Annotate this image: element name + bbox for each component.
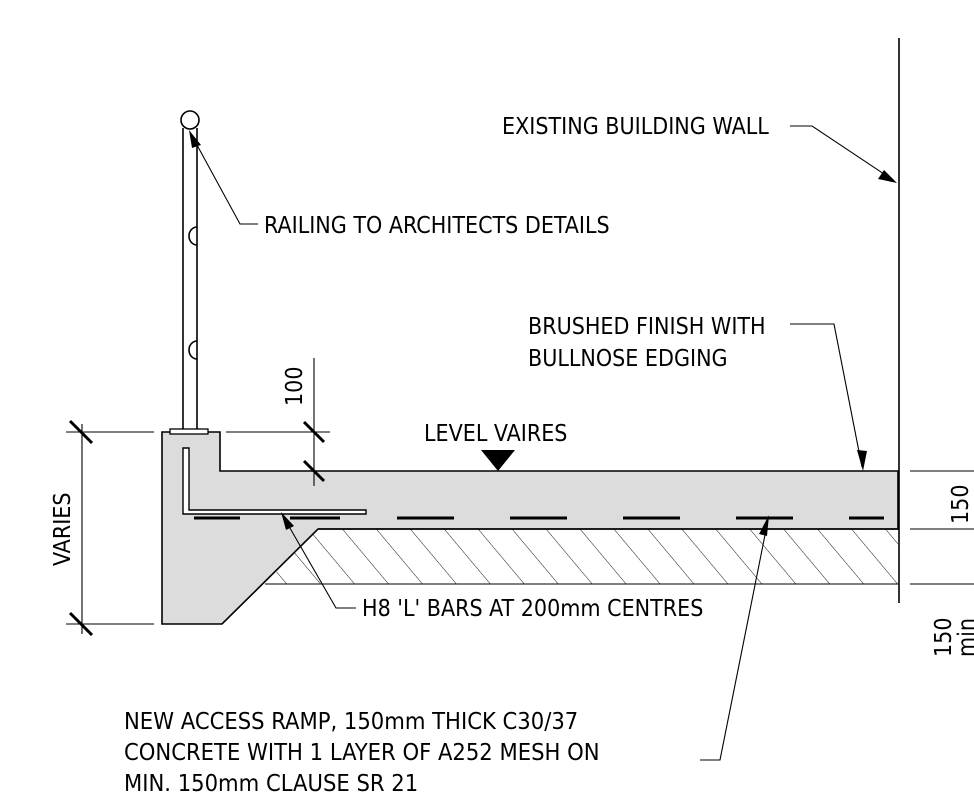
bars-leader (282, 515, 356, 609)
dim-100-label: 100 (282, 367, 308, 407)
note-line-2: CONCRETE WITH 1 LAYER OF A252 MESH ON (124, 738, 600, 766)
dim-150-bottom-label: 150 (931, 618, 957, 658)
railing-label: RAILING TO ARCHITECTS DETAILS (264, 213, 610, 239)
notes-leader (700, 519, 769, 761)
bars-leader-arrow (281, 512, 294, 530)
notes-leader-arrow (759, 515, 769, 536)
finish-label-line1: BRUSHED FINISH WITH (528, 314, 766, 340)
l-bar (182, 447, 367, 515)
level-label: LEVEL VAIRES (424, 421, 567, 447)
note-line-3: MIN. 150mm CLAUSE SR 21 (124, 769, 418, 797)
railing-leader-arrow (189, 130, 201, 148)
railing-leader (190, 133, 258, 225)
varies-label: VARIES (50, 492, 76, 566)
sub-base-hatching (265, 528, 898, 585)
wall-leader-arrow (878, 170, 897, 183)
dim-100 (226, 358, 330, 486)
note-line-1: NEW ACCESS RAMP, 150mm THICK C30/37 (124, 707, 578, 735)
wall-leader (790, 125, 894, 181)
right-dimension-lines (910, 470, 974, 585)
railing (169, 110, 209, 435)
dim-150-top-label: 150 (948, 485, 974, 525)
level-marker (481, 450, 515, 471)
existing-wall-label: EXISTING BUILDING WALL (502, 114, 769, 140)
bars-label: H8 'L' BARS AT 200mm CENTRES (362, 596, 703, 622)
finish-leader (790, 323, 863, 468)
varies-dimension (66, 419, 154, 637)
finish-label-line2: BULLNOSE EDGING (528, 346, 728, 372)
finish-leader-arrow (857, 450, 867, 471)
dim-min-label: min (954, 618, 974, 657)
